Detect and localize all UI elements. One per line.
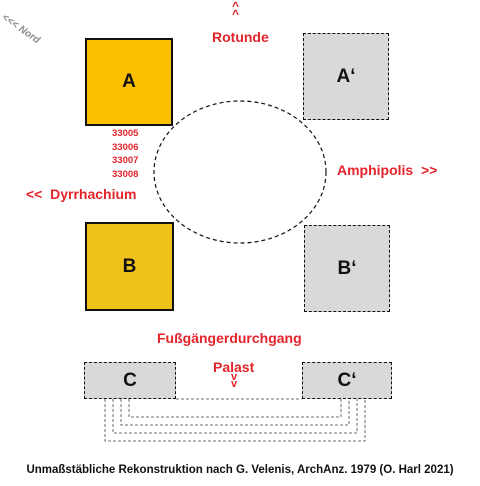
inventory-number: 33008 (112, 168, 139, 180)
box-A-label: A (122, 71, 136, 92)
box-B-prime: B‘ (304, 225, 390, 312)
inventory-numbers: 33005 33006 33007 33008 (112, 127, 138, 181)
palast-caret: v v (231, 371, 238, 390)
box-B-label: B (122, 255, 137, 277)
box-C: C (84, 362, 176, 399)
box-C-prime-label: C‘ (337, 369, 357, 391)
inventory-number: 33007 (112, 155, 139, 167)
fussgaenger-label: Fußgängerdurchgang (157, 330, 302, 346)
rotunde-label: Rotunde (212, 29, 269, 45)
rotunde-caret: ^ ^ (232, 0, 240, 21)
box-A: A (85, 38, 173, 126)
inventory-number: 33005 (112, 128, 139, 139)
rotunda-circle (153, 100, 327, 244)
dyrrhachium-label: << Dyrrhachium (26, 186, 137, 202)
inventory-number: 33006 (112, 141, 139, 153)
box-C-prime: C‘ (302, 362, 392, 399)
passage-lines (104, 399, 366, 442)
box-A-prime: A‘ (303, 33, 389, 120)
box-A-prime-label: A‘ (336, 65, 356, 87)
caption: Unmaßstäbliche Rekonstruktion nach G. Ve… (26, 464, 454, 476)
box-B: B (85, 222, 174, 311)
box-B-prime-label: B‘ (337, 257, 357, 279)
box-C-label: C (123, 369, 137, 391)
palast-label: Palast (213, 359, 255, 375)
amphipolis-label: Amphipolis >> (337, 162, 438, 178)
